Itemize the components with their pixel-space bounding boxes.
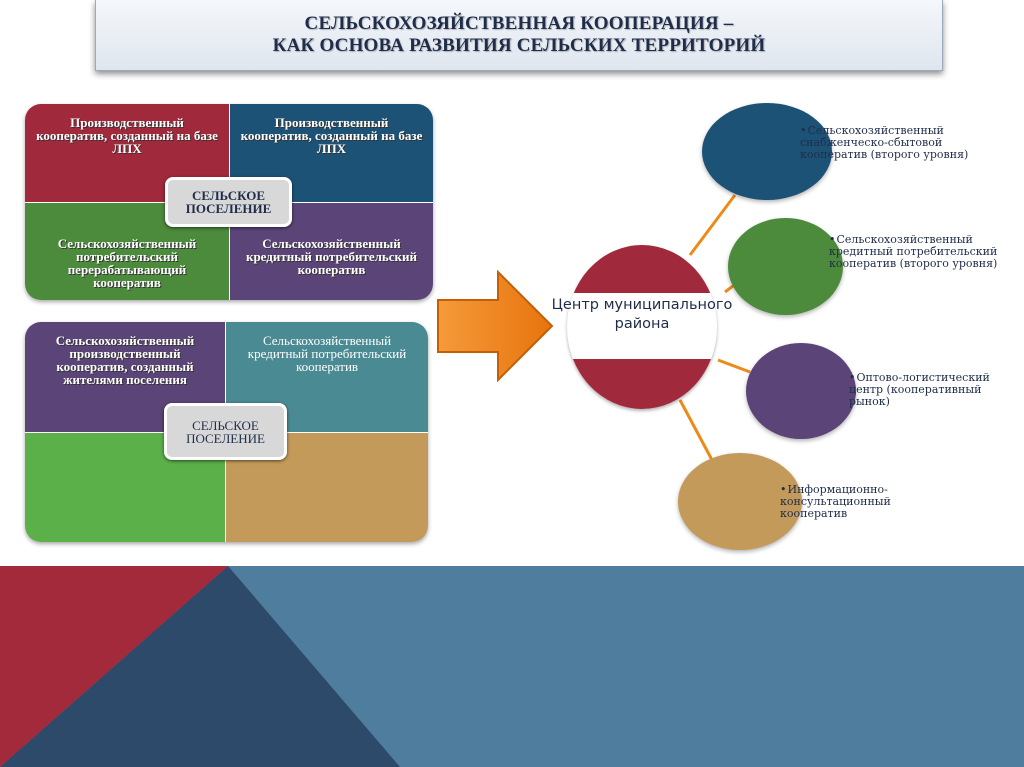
title-line-2: КАК ОСНОВА РАЗВИТИЯ СЕЛЬСКИХ ТЕРРИТОРИЙ	[272, 35, 766, 56]
title-banner: СЕЛЬСКОХОЗЯЙСТВЕННАЯ КООПЕРАЦИЯ – КАК ОС…	[95, 0, 943, 71]
satellite-label-3: •Оптово-логистический центр (кооперативн…	[849, 371, 990, 408]
satellite-label-4: •Информационно-консультационный кооперат…	[780, 483, 891, 520]
block1-cell-top-left: Производственный кооператив, созданный н…	[25, 104, 229, 202]
center-label: Центр муниципального района	[551, 297, 733, 332]
satellite-circle-3	[746, 343, 856, 439]
satellite-circle-1	[702, 103, 832, 200]
block2-settlement-badge: СЕЛЬСКОЕ ПОСЕЛЕНИЕ	[164, 403, 287, 460]
block2-cell-top-left: Сельскохозяйственный производственный ко…	[25, 322, 225, 432]
band-navy-triangle	[0, 566, 400, 767]
satellite-label-2: •Сельскохозяйственный кредитный потребит…	[829, 233, 998, 270]
satellite-circle-4	[678, 453, 802, 550]
settlement-block-1: Производственный кооператив, созданный н…	[25, 104, 433, 300]
center-circle-bottom-cap	[567, 359, 717, 409]
satellite-circle-2	[728, 218, 843, 315]
satellite-label-1: •Сельскохозяйственный снабженческо-сбыто…	[800, 124, 969, 161]
center-circle-top-cap	[567, 245, 717, 293]
block1-cell-top-right: Производственный кооператив, созданный н…	[230, 104, 433, 202]
right-arrow-icon	[437, 270, 554, 382]
center-circle	[567, 245, 717, 409]
title-line-1: СЕЛЬСКОХОЗЯЙСТВЕННАЯ КООПЕРАЦИЯ –	[304, 13, 734, 34]
block1-settlement-badge: СЕЛЬСКОЕ ПОСЕЛЕНИЕ	[165, 177, 292, 227]
band-red-triangle	[0, 566, 228, 767]
